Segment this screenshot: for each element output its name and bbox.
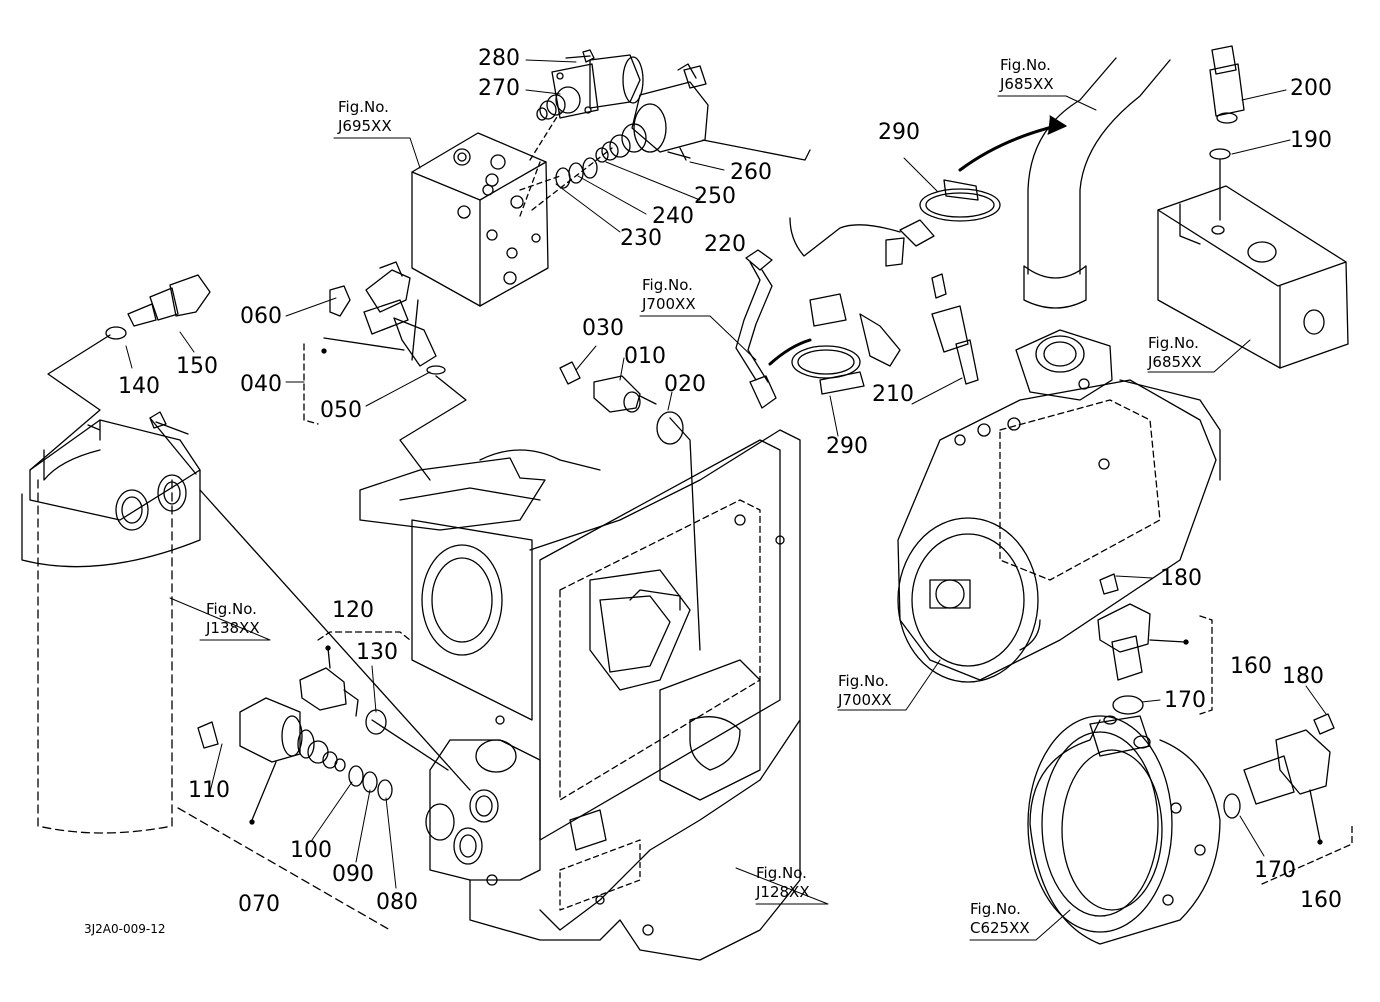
fig-ref-label: Fig.No. (206, 600, 257, 618)
pipe-220 (736, 250, 776, 408)
fig-ref-label: Fig.No. (756, 864, 807, 882)
figure-ref-leaders (170, 96, 1250, 940)
fig-ref-label: Fig.No. (1000, 56, 1051, 74)
solenoid-270 (537, 50, 643, 120)
fig-ref-label: Fig.No. (838, 672, 889, 690)
part-label-210: 210 (872, 382, 914, 407)
part-label-130: 130 (356, 640, 398, 665)
fig-ref-label: Fig.No. (642, 276, 693, 294)
part-label-100: 100 (290, 838, 332, 863)
sensor-210 (932, 274, 978, 384)
fig-ref-label: Fig.No. (970, 900, 1021, 918)
part-label-290-lower: 290 (826, 434, 868, 459)
fig-ref-code: C625XX (970, 919, 1030, 937)
fig-ref-code: J138XX (206, 619, 260, 637)
fig-ref-j685-upper[interactable]: Fig.No.J685XX (1000, 56, 1054, 94)
fig-ref-code: J700XX (838, 691, 892, 709)
part-label-160-lower: 160 (1300, 888, 1342, 913)
part-label-170-upper: 170 (1164, 688, 1206, 713)
hydraulic-pump (898, 330, 1220, 682)
fig-ref-j695[interactable]: Fig.No.J695XX (338, 98, 392, 136)
pipe-j685 (1024, 58, 1170, 308)
fig-ref-j700-lower[interactable]: Fig.No.J700XX (838, 672, 892, 710)
part-label-010: 010 (624, 344, 666, 369)
fig-ref-label: Fig.No. (338, 98, 389, 116)
fig-ref-code: J695XX (338, 117, 392, 135)
fig-ref-j685-lower[interactable]: Fig.No.J685XX (1148, 334, 1202, 372)
part-label-180-upper: 180 (1160, 566, 1202, 591)
part-label-270: 270 (478, 76, 520, 101)
leader-lines (126, 60, 1326, 888)
part-label-170-lower: 170 (1254, 858, 1296, 883)
hose-clamps-290 (770, 116, 1066, 394)
solenoid-260 (596, 64, 810, 162)
part-label-140: 140 (118, 374, 160, 399)
part-label-150: 150 (176, 354, 218, 379)
fig-ref-code: J128XX (756, 883, 810, 901)
part-label-020: 020 (664, 372, 706, 397)
part-label-230: 230 (620, 226, 662, 251)
valve-block (412, 133, 548, 306)
connector-block (1158, 186, 1348, 368)
fig-ref-code: J700XX (642, 295, 696, 313)
part-label-110: 110 (188, 778, 230, 803)
part-label-030: 030 (582, 316, 624, 341)
fig-ref-j128[interactable]: Fig.No.J128XX (756, 864, 810, 902)
fig-ref-code: J685XX (1148, 353, 1202, 371)
solenoid-070 (198, 698, 392, 824)
speed-sensor-040 (322, 262, 445, 374)
sensor-010 (560, 362, 683, 444)
part-label-160-upper: 160 (1230, 654, 1272, 679)
part-label-260: 260 (730, 160, 772, 185)
fig-ref-code: J685XX (1000, 75, 1054, 93)
fig-ref-label: Fig.No. (1148, 334, 1199, 352)
filter-housing (22, 412, 200, 833)
part-label-290-upper: 290 (878, 120, 920, 145)
flange-c625 (1028, 716, 1240, 944)
assembly-lines (30, 335, 700, 790)
part-label-180-lower: 180 (1282, 664, 1324, 689)
part-label-080: 080 (376, 890, 418, 915)
sensor-160-upper (1098, 574, 1188, 714)
part-label-220: 220 (704, 232, 746, 257)
diagram-code: 3J2A0-009-12 (84, 922, 166, 936)
pressure-switch-200 (1210, 46, 1244, 220)
part-label-090: 090 (332, 862, 374, 887)
part-label-240: 240 (652, 204, 694, 229)
part-label-280: 280 (478, 46, 520, 71)
part-label-190: 190 (1290, 128, 1332, 153)
fig-ref-j700-upper[interactable]: Fig.No.J700XX (642, 276, 696, 314)
sensor-160-lower (1244, 714, 1334, 844)
fig-ref-c625[interactable]: Fig.No.C625XX (970, 900, 1030, 938)
o-rings-230-250 (520, 112, 612, 216)
fig-ref-j138[interactable]: Fig.No.J138XX (206, 600, 260, 638)
main-housing (360, 430, 800, 960)
group-brackets (178, 300, 1352, 930)
part-label-040: 040 (240, 372, 282, 397)
part-label-250: 250 (694, 184, 736, 209)
part-label-070: 070 (238, 892, 280, 917)
part-label-060: 060 (240, 304, 282, 329)
part-label-050: 050 (320, 398, 362, 423)
part-label-200: 200 (1290, 76, 1332, 101)
sensor-150 (106, 275, 210, 339)
part-label-120: 120 (332, 598, 374, 623)
